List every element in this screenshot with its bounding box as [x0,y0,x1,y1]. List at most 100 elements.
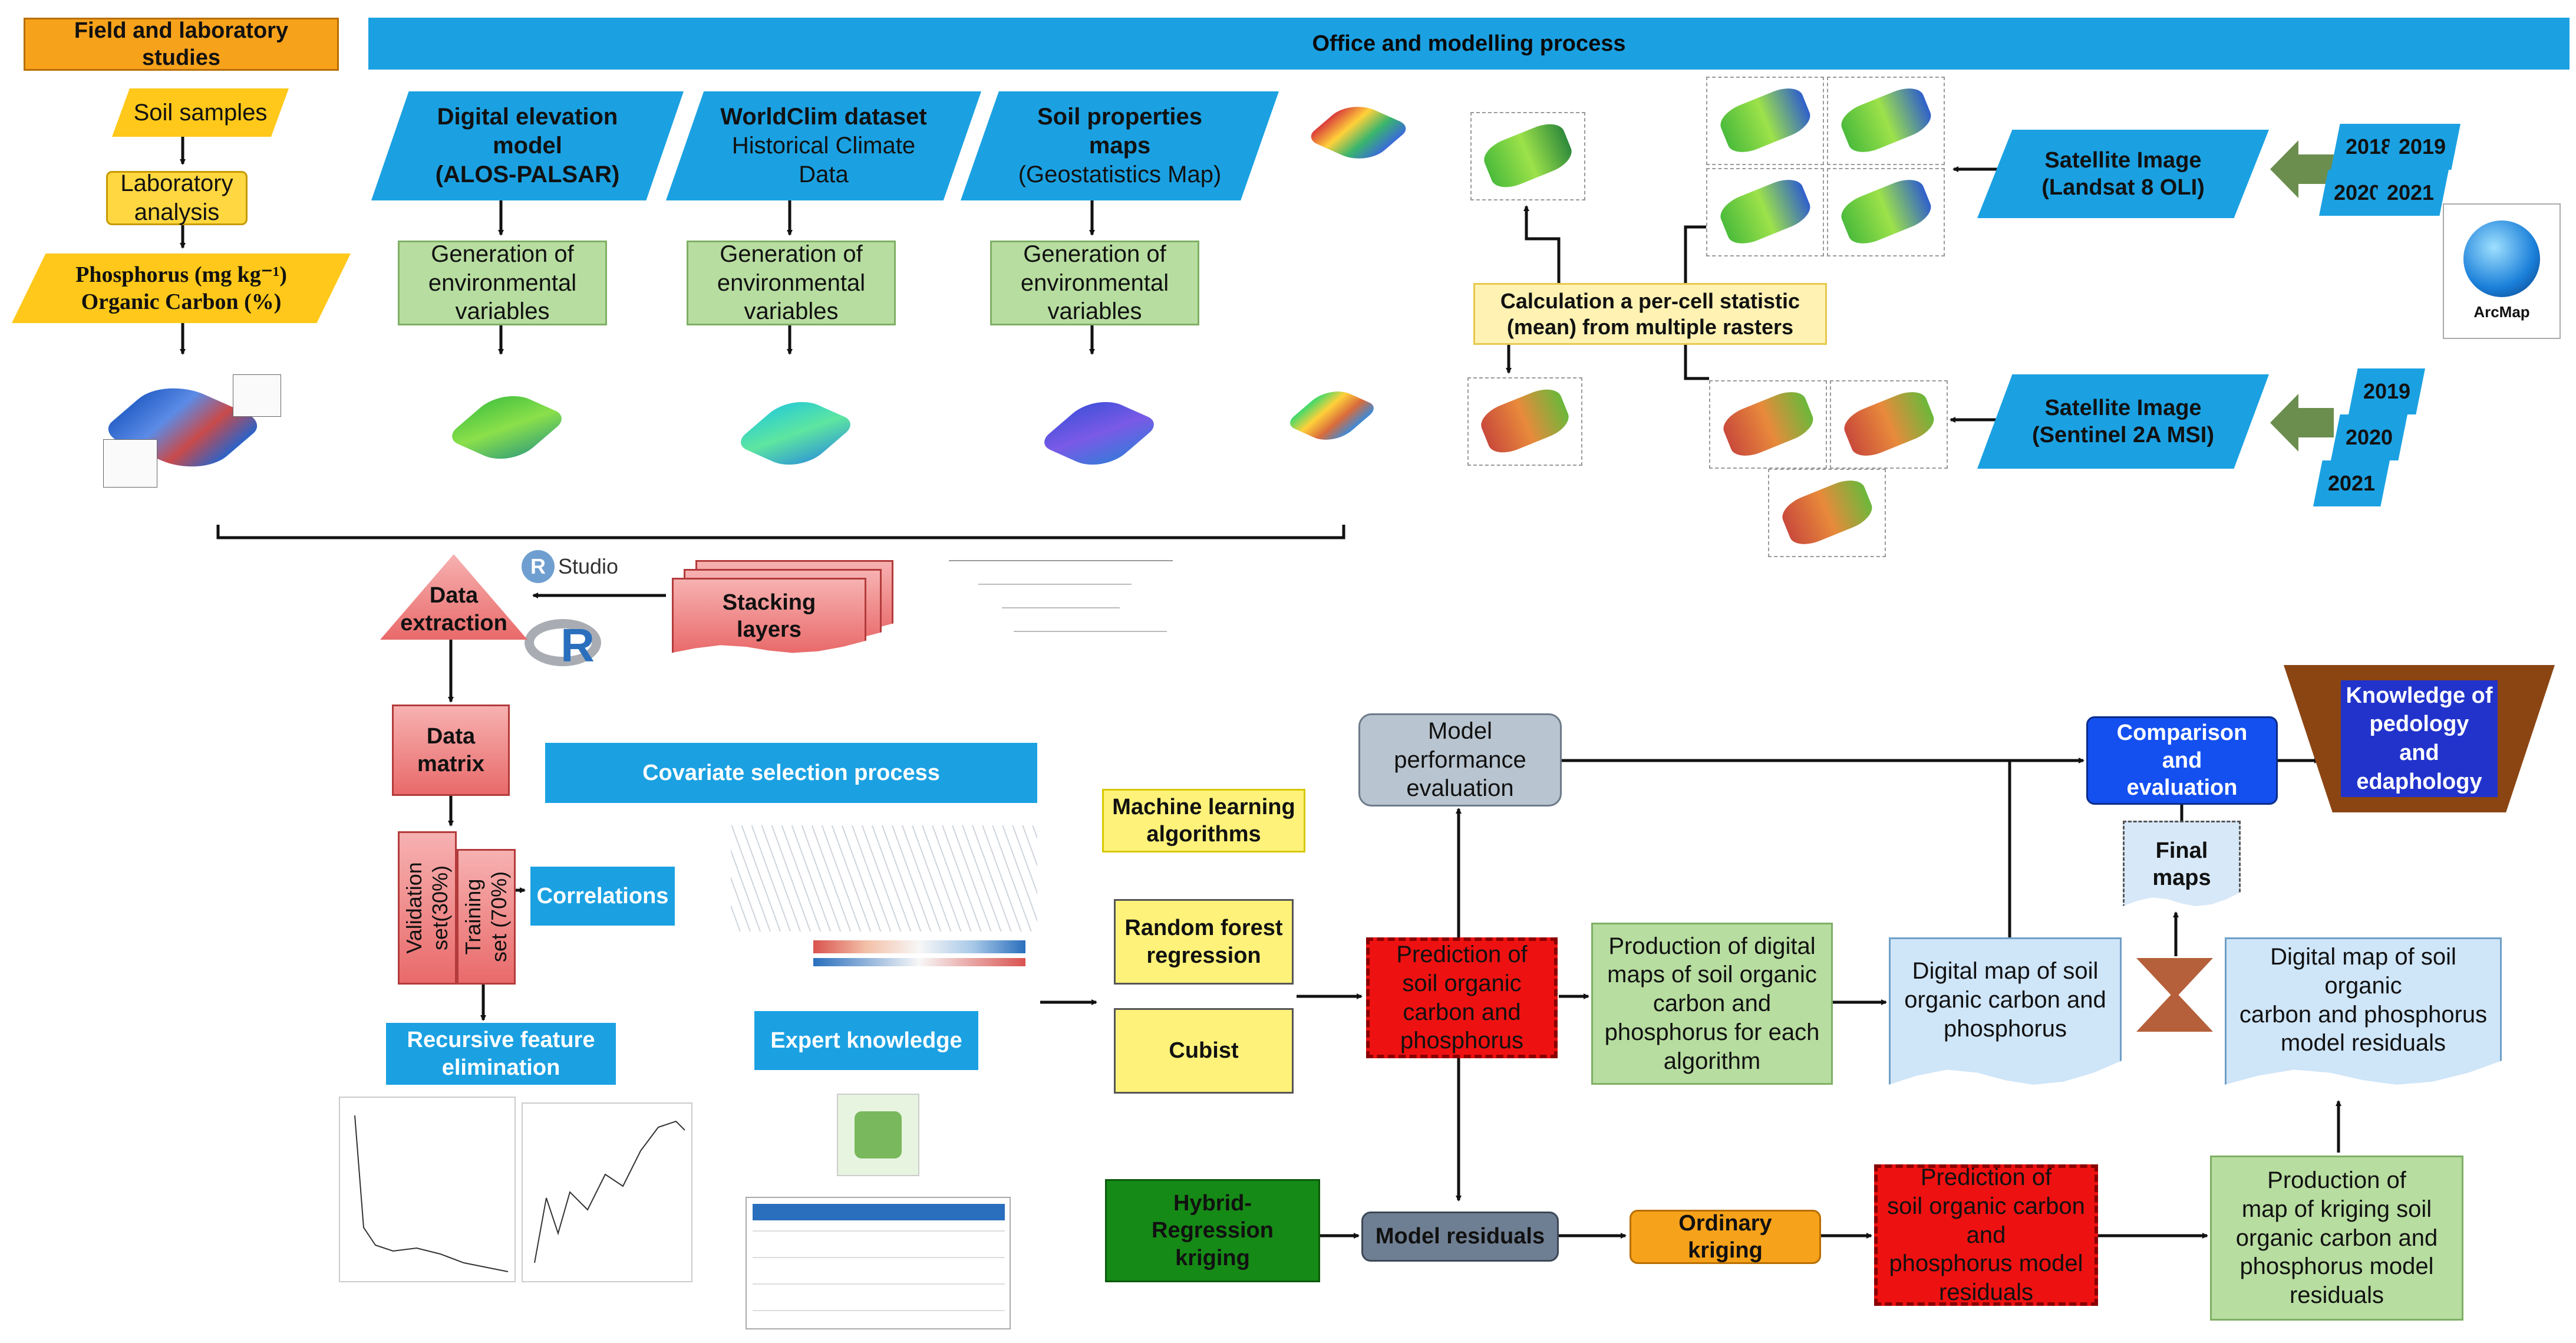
generation-text-dem: Generation of environmental variables [428,241,577,325]
random-forest-node: Random forest regression [1114,899,1294,985]
landsat-map-2018 [1706,77,1824,165]
rfe-plot-right-svg [534,1120,685,1263]
person-computer-icon [855,1111,902,1158]
landsat-year-2019: 2019 [2384,124,2460,170]
rfe-plot-left [339,1097,516,1282]
data-extraction-text: Data extraction [400,583,507,636]
training-set-text: Training set (70%) [461,871,511,963]
worldclim-title: WorldClim dataset [720,104,927,130]
landsat-text: Satellite Image (Landsat 8 OLI) [2041,147,2205,200]
soil-properties-subtitle: (Geostatistics Map) [1018,161,1222,187]
arcmap-globe-icon [2463,220,2540,298]
raster-mean-text: Calculation a per-cell statistic (mean) … [1500,288,1800,339]
sentinel-mean-map [1467,377,1582,466]
arcmap-label: ArcMap [2473,303,2530,321]
soilprop-terrain-layer [1028,383,1170,495]
correlations-node: Correlations [530,867,675,926]
sentinel-map-2020 [1830,380,1948,469]
training-set-node: Training set (70%) [457,849,516,985]
sentinel-map-2019 [1709,380,1827,469]
r-language-logo: R [525,613,607,678]
soil-properties-top-map [1302,88,1414,183]
comparison-text: Comparison and evaluation [2116,720,2248,801]
expert-knowledge-text: Expert knowledge [770,1028,962,1053]
stacking-layers-stack: Stacking layers [672,560,896,660]
stacking-layers-text: Stacking layers [722,590,816,642]
soil-samples-node: Soil samples [112,88,289,137]
soilprop-variable-layer [1279,371,1391,472]
raster-mean-calculation: Calculation a per-cell statistic (mean) … [1473,283,1827,345]
sentinel-year-2021: 2021 [2313,460,2390,506]
final-maps-text: Final maps [2152,838,2211,890]
production-digital-text: Production of digital maps of soil organ… [1604,933,1820,1074]
office-modelling-header: Office and modelling process [368,18,2570,70]
generation-node-worldclim: Generation of environmental variables [687,241,896,325]
phosphorus-carbon-node: Phosphorus (mg kg⁻¹) Organic Carbon (%) [12,254,351,323]
sampling-points-map [97,363,281,498]
rstudio-label: Studio [558,554,619,578]
landsat-map-2021 [1827,168,1945,256]
data-matrix-node: Data matrix [392,705,510,796]
rfe-plot-left-svg [354,1115,509,1272]
rstudio-logo: R Studio [522,547,639,585]
rfe-plot-right [522,1102,692,1282]
ordinary-kriging-text: Ordinary kriging [1678,1210,1772,1263]
stacking-layers-node: Stacking layers [672,578,866,653]
prediction-node: Prediction of soil organic carbon and ph… [1366,937,1558,1058]
landsat-map-2019 [1827,77,1945,165]
sentinel-node: Satellite Image (Sentinel 2A MSI) [1977,374,2269,469]
expert-knowledge-node: Expert knowledge [754,1011,978,1070]
dem-terrain-layer [436,377,578,489]
generation-text-worldclim: Generation of environmental variables [717,241,866,325]
sentinel-text: Satellite Image (Sentinel 2A MSI) [2032,395,2214,447]
office-modelling-header-text: Office and modelling process [1312,31,1626,56]
sentinel-year-2019: 2019 [2349,368,2425,414]
organic-carbon-text: Organic Carbon (%) [81,289,282,314]
covariate-selection-text: Covariate selection process [642,760,940,785]
landsat-mean-map [1470,112,1585,200]
production-kriging-text: Production of map of kriging soil organi… [2235,1167,2438,1309]
soil-properties-title: Soil properties maps [1037,104,1203,159]
model-performance-text: Model performance evaluation [1394,717,1526,802]
production-kriging-node: Production of map of kriging soil organi… [2210,1156,2463,1321]
sample-table-image [746,1197,1011,1329]
expert-icon [837,1094,919,1176]
data-matrix-text: Data matrix [417,724,485,776]
sentinel-map-2021 [1768,469,1886,557]
cubist-node: Cubist [1114,1008,1294,1094]
prediction-text: Prediction of soil organic carbon and ph… [1396,941,1528,1054]
digital-map-residuals-node: Digital map of soil organic carbon and p… [2225,937,2502,1085]
ml-algorithms-text: Machine learning algorithms [1112,794,1295,847]
validation-set-node: Validation set(30%) [398,831,457,985]
prediction-residuals-text: Prediction of soil organic carbon and ph… [1887,1164,2085,1306]
hybrid-regression-kriging-text: Hybrid-Regression kriging [1152,1190,1274,1270]
soil-properties-source-node: Soil properties maps (Geostatistics Map) [961,91,1279,200]
equation-image [937,548,1196,666]
rfe-node: Recursive feature elimination [386,1023,616,1085]
production-digital-node: Production of digital maps of soil organ… [1591,923,1833,1085]
model-residuals-node: Model residuals [1361,1212,1559,1262]
ordinary-kriging-node: Ordinary kriging [1630,1210,1821,1264]
digital-map-text: Digital map of soil organic carbon and p… [1904,958,2106,1042]
comparison-node: Comparison and evaluation [2086,716,2278,805]
phosphorus-text: Phosphorus (mg kg⁻¹) [75,262,287,287]
model-residuals-text: Model residuals [1375,1224,1545,1249]
landsat-year-2021: 2021 [2372,170,2449,216]
landsat-node: Satellite Image (Landsat 8 OLI) [1977,130,2269,218]
generation-node-soilprop: Generation of environmental variables [990,241,1199,325]
covariate-selection-node: Covariate selection process [545,743,1037,803]
sentinel-year-2020: 2020 [2331,414,2407,460]
dem-source-text: Digital elevation model (ALOS-PALSAR) [435,104,620,187]
soil-samples-text: Soil samples [133,99,268,126]
generation-node-dem: Generation of environmental variables [398,241,607,325]
laboratory-analysis-node: Laboratory analysis [106,170,248,225]
landsat-map-2020 [1706,168,1824,256]
worldclim-source-node: WorldClim dataset Historical Climate Dat… [666,91,981,200]
rstudio-r-icon: R [522,549,555,583]
digital-map-node: Digital map of soil organic carbon and p… [1889,937,2122,1085]
rfe-text: Recursive feature elimination [407,1028,595,1080]
field-lab-header: Field and laboratory studies [24,18,339,71]
model-performance-node: Model performance evaluation [1358,713,1562,807]
